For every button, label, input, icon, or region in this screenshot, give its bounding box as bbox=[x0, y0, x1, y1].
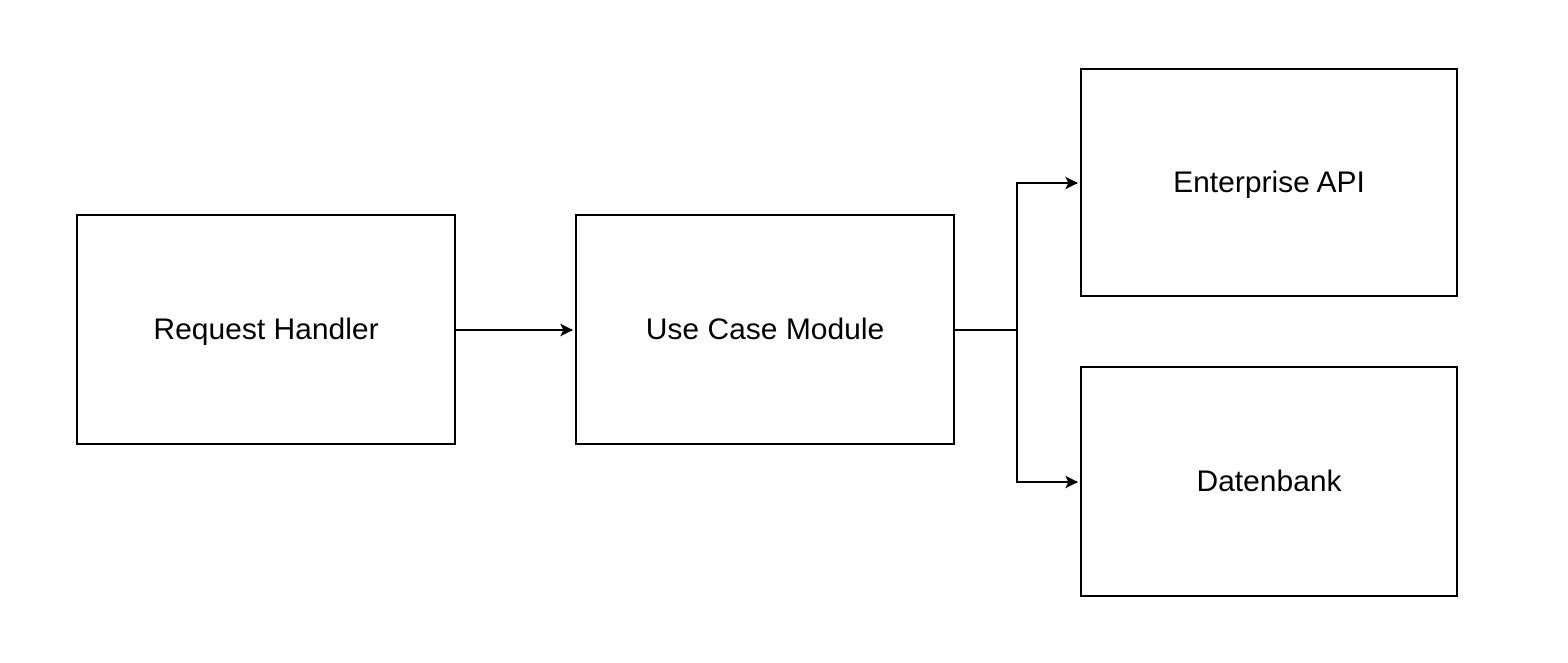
edge-use-case-module-to-enterprise-api bbox=[955, 176, 1079, 331]
edge-use-case-module-to-datenbank bbox=[955, 329, 1079, 489]
node-enterprise-api: Enterprise API bbox=[1080, 68, 1458, 297]
node-request-handler-label: Request Handler bbox=[153, 312, 379, 346]
node-datenbank-label: Datenbank bbox=[1196, 464, 1342, 498]
node-use-case-module: Use Case Module bbox=[575, 214, 955, 445]
node-use-case-module-label: Use Case Module bbox=[645, 312, 885, 346]
node-datenbank: Datenbank bbox=[1080, 366, 1458, 597]
node-request-handler: Request Handler bbox=[76, 214, 456, 445]
node-enterprise-api-label: Enterprise API bbox=[1173, 165, 1365, 199]
